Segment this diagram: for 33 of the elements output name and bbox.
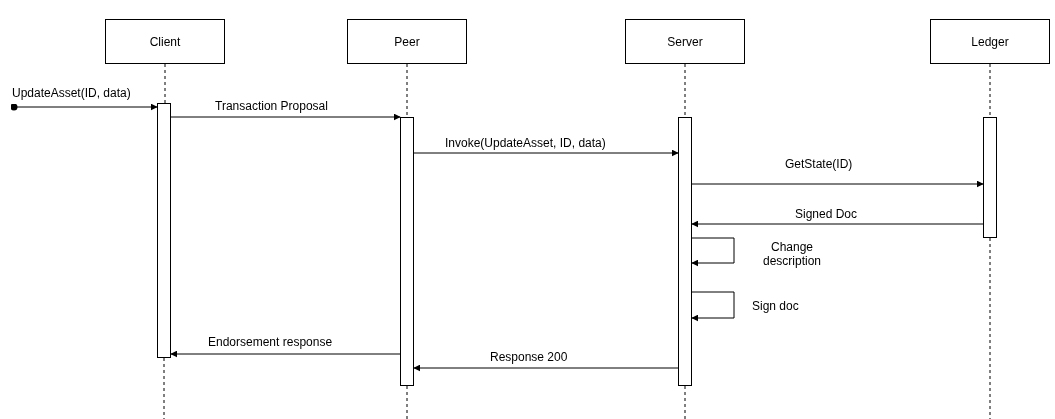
participant-box: [930, 19, 1050, 64]
message-arrow: [691, 180, 984, 188]
activation-bar: [678, 117, 692, 386]
message-label: GetState(ID): [785, 157, 853, 171]
message-arrow: [170, 350, 401, 358]
message-arrow: [170, 113, 401, 121]
participant-box: [347, 19, 467, 64]
message-label: Signed Doc: [795, 207, 858, 221]
participant-name: Client: [149, 34, 181, 49]
lifeline: [406, 63, 408, 118]
message-label: Response 200: [490, 350, 568, 364]
message-arrow: [413, 364, 679, 372]
participant-name: Server: [667, 34, 703, 49]
self-message-arrow: [691, 291, 735, 322]
participant-name: Ledger: [971, 34, 1009, 49]
message-arrow: [413, 149, 679, 157]
lifeline: [989, 63, 991, 118]
message-label: Transaction Proposal: [215, 99, 328, 113]
message-label: Sign doc: [752, 299, 799, 313]
lifeline: [164, 63, 166, 104]
message-arrow: [10, 103, 158, 111]
participant-box: [105, 19, 225, 64]
message-label: Endorsement response: [208, 335, 333, 349]
self-message-arrow: [691, 237, 735, 267]
participant-name: Peer: [394, 34, 420, 49]
message-label: Invoke(UpdateAsset, ID, data): [445, 136, 606, 150]
activation-bar: [983, 117, 997, 238]
lifeline: [684, 63, 686, 118]
activation-bar: [157, 103, 171, 358]
message-label: UpdateAsset(ID, data): [12, 86, 131, 100]
activation-bar: [400, 117, 414, 386]
message-arrow: [691, 220, 984, 228]
participant-box: [625, 19, 745, 64]
